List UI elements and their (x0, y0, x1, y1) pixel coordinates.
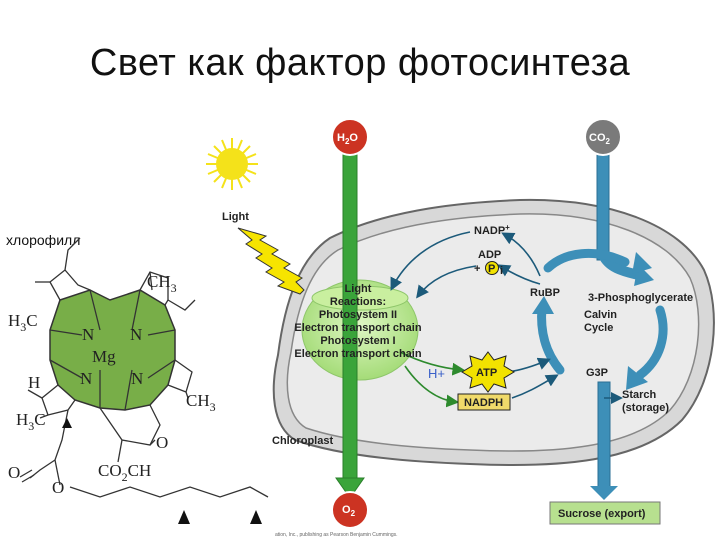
pga-label: 3-Phosphoglycerate (588, 292, 693, 304)
wedge-bond (178, 510, 190, 524)
wedge-bond (62, 418, 72, 428)
o2-badge: O2 (331, 491, 369, 529)
chloroplast-inner (286, 213, 700, 452)
mol-o-ring: O (156, 433, 168, 452)
porphyrin-ring (49, 289, 176, 411)
credit-line: ation, Inc., publishing as Pearson Benja… (275, 532, 398, 538)
svg-text:Photosystem I: Photosystem I (320, 335, 395, 347)
mol-o-ester: O (8, 463, 20, 482)
svg-text:Electron transport chain: Electron transport chain (294, 348, 421, 360)
sucrose-arrow (590, 381, 618, 500)
svg-text:Reactions:: Reactions: (330, 296, 386, 308)
chlorophyll-label: хлорофилл (6, 232, 81, 248)
svg-text:CO2: CO2 (589, 132, 611, 146)
calvin-arrowhead (532, 296, 554, 314)
svg-text:Cycle: Cycle (584, 322, 613, 334)
mol-n-br: N (131, 369, 143, 388)
svg-text:Electron transport chain: Electron transport chain (294, 322, 421, 334)
wedge-bond (250, 510, 262, 524)
sucrose-box: Sucrose (export) (549, 501, 661, 525)
pi-label: + P i (474, 261, 503, 277)
h2o-badge: H2O (331, 118, 369, 156)
light-reactions-label: Light Reactions: Photosystem II Electron… (294, 283, 421, 360)
chloroplast-label: Chloroplast (272, 435, 333, 447)
mol-h: H (28, 373, 40, 392)
light-label: Light (222, 211, 249, 223)
svg-text:O2: O2 (342, 504, 356, 518)
chlorophyll-molecule: CH3 H3C H H3C CH3 Mg N N N N O CO2CH O O (8, 237, 269, 524)
mol-ch3-top: CH3 (147, 272, 177, 295)
svg-text:Light: Light (345, 283, 372, 295)
svg-text:P: P (488, 263, 495, 275)
svg-text:H2O: H2O (337, 132, 358, 146)
h-plus-label: H+ (428, 366, 445, 381)
svg-text:(storage): (storage) (622, 402, 669, 414)
svg-text:NADPH: NADPH (464, 397, 503, 409)
nadph-box: NADPH (457, 393, 511, 411)
sun-icon (206, 138, 258, 190)
mol-h3c-lower: H3C (16, 410, 46, 433)
svg-text:i: i (500, 265, 503, 277)
adp-label: ADP (478, 249, 501, 261)
mol-n-tl: N (82, 325, 94, 344)
atp-badge: ATP (461, 351, 515, 393)
svg-text:+: + (474, 263, 480, 275)
svg-text:Calvin: Calvin (584, 309, 617, 321)
svg-text:Starch: Starch (622, 389, 657, 401)
calvin-arrowhead (626, 366, 648, 390)
svg-text:Sucrose (export): Sucrose (export) (558, 508, 646, 520)
mol-n-tr: N (130, 325, 142, 344)
rubp-label: RuBP (530, 287, 560, 299)
calvin-cycle-arrows (537, 248, 668, 380)
svg-text:Photosystem II: Photosystem II (319, 309, 397, 321)
slide-title: Свет как фактор фотосинтеза (89, 42, 631, 84)
mol-mg: Mg (92, 347, 116, 366)
starch-label: Starch (storage) (622, 389, 669, 414)
g3p-label: G3P (586, 367, 608, 379)
co2-badge: CO2 (584, 118, 622, 156)
mol-o-lower: O (52, 478, 64, 497)
mol-h3c-left: H3C (8, 311, 38, 334)
calvin-cycle-label: Calvin Cycle (584, 309, 617, 334)
nadp-atp-cycle-arrows (390, 231, 559, 408)
mol-n-bl: N (80, 369, 92, 388)
lightning-icon (237, 227, 305, 295)
calvin-arrowhead (632, 252, 652, 274)
mol-co2ch: CO2CH (98, 461, 151, 484)
mol-ch3-right: CH3 (186, 391, 216, 414)
thylakoid (301, 279, 419, 381)
nadp-label: NADP+ (474, 223, 510, 237)
svg-text:ATP: ATP (476, 367, 497, 379)
